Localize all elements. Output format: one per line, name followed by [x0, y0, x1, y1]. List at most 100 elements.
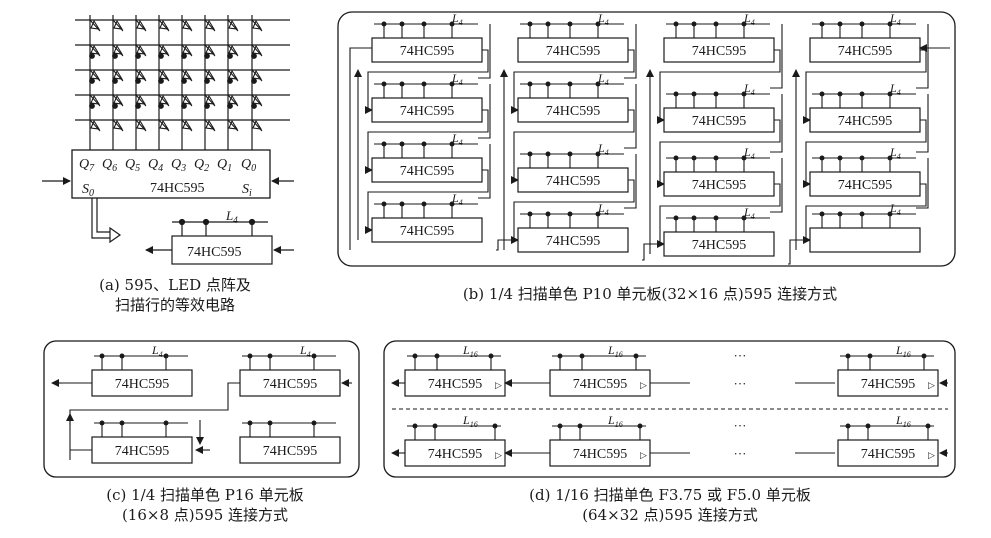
caption-b-line1: (b) 1/4 扫描单色 P10 单元板(32×16 点)595 连接方式 [462, 285, 838, 303]
line-label: L16 [462, 413, 478, 429]
led-diode-icon [251, 44, 263, 59]
led-diode-icon [251, 69, 263, 84]
chip-name-label: 74HC595 [692, 44, 746, 59]
caption-c: (c) 1/4 扫描单色 P16 单元板 (16×8 点)595 连接方式 [60, 485, 350, 525]
shift-register-chip: L16 [404, 343, 506, 397]
chip-name-label: 74HC595 [428, 447, 482, 462]
line-label: L4 [597, 11, 609, 27]
chip-name-label: 74HC595 [546, 234, 600, 249]
shift-register-chip: L4 [371, 11, 483, 63]
led-diode-icon [227, 119, 239, 132]
signal-wire [803, 119, 927, 188]
led-diode-icon [181, 94, 193, 109]
chip-name-label: 74HC595 [263, 377, 317, 392]
chip-name-label: 74HC595 [838, 178, 892, 193]
chip-name-label: 74HC595 [861, 447, 915, 462]
led-diode-icon [181, 19, 193, 32]
led-diode-icon [181, 69, 193, 84]
led-diode-icon [112, 19, 124, 32]
led-diode-icon [158, 119, 170, 132]
signal-wire [916, 158, 929, 209]
led-diode-icon [158, 94, 170, 109]
line-label: L4 [597, 71, 609, 87]
shift-register-chip: L4 [663, 145, 775, 197]
line-label: L4 [299, 343, 311, 359]
shift-register-chip: L4 [371, 71, 483, 123]
chip-name-label: 74HC595 [546, 44, 600, 59]
chip-name-label: 74HC595 [428, 377, 482, 392]
led-diode-icon [135, 44, 147, 59]
line-label: L4 [451, 11, 463, 27]
caption-a-line2: 扫描行的等效电路 [114, 296, 235, 314]
led-diode-icon [89, 44, 101, 59]
shift-register-chip: L4 [809, 81, 921, 133]
signal-wire [511, 49, 635, 114]
led-diode-icon [158, 69, 170, 84]
clock-mark-icon: ▷ [495, 451, 502, 461]
chip-name-label: 74HC595 [546, 174, 600, 189]
shift-register-chip: L4 [371, 131, 483, 183]
chip-name-label: 74HC595 [400, 164, 454, 179]
led-diode-icon [135, 119, 147, 132]
signal-wire [770, 158, 783, 213]
line-label: L4 [743, 11, 755, 27]
led-diode-icon [89, 69, 101, 84]
chip-name-label: 74HC595 [400, 44, 454, 59]
panel-a-led-matrix [75, 15, 290, 150]
signal-wire [478, 84, 491, 139]
signal-wire [511, 109, 635, 184]
ellipsis-label: ··· [734, 446, 747, 461]
caption-b: (b) 1/4 扫描单色 P10 单元板(32×16 点)595 连接方式 [380, 284, 920, 304]
shift-register-chip: L4 [809, 201, 921, 253]
shift-register-chip: L4 [663, 81, 775, 133]
led-diode-icon [251, 94, 263, 109]
shift-register-chip: L4 [517, 141, 629, 193]
led-diode-icon [112, 119, 124, 132]
led-diode-icon [89, 119, 101, 132]
panel-b-chips: L474HC595L474HC595L474HC595L474HC595L474… [349, 11, 950, 265]
caption-d-line1: (d) 1/16 扫描单色 F3.75 或 F5.0 单元板 [529, 486, 811, 504]
line-label: L4 [743, 81, 755, 97]
led-diode-icon [89, 19, 101, 32]
line-label: L4 [451, 191, 463, 207]
chip-name-label: 74HC595 [573, 447, 627, 462]
line-label: L16 [895, 413, 911, 429]
led-diode-icon [135, 19, 147, 32]
led-diode-icon [251, 19, 263, 32]
caption-a: (a) 595、LED 点阵及 扫描行的等效电路 [70, 275, 280, 315]
led-diode-icon [112, 69, 124, 84]
signal-wire [642, 243, 664, 261]
clock-mark-icon: ▷ [640, 381, 647, 391]
led-diode-icon [135, 94, 147, 109]
shift-register-chip: L16 [837, 413, 939, 467]
ellipsis-label: ··· [734, 376, 747, 391]
signal-wire [770, 94, 783, 153]
shift-register-chip: L4 [809, 145, 921, 197]
chip-name-label: 74HC595 [838, 114, 892, 129]
chip-name-label: 74HC595 [692, 114, 746, 129]
line-label: L4 [597, 141, 609, 157]
chip-name-label: 74HC595 [546, 104, 600, 119]
chip-name-label: 74HC595 [692, 238, 746, 253]
caption-c-line1: (c) 1/4 扫描单色 P16 单元板 [106, 486, 304, 504]
led-diode-icon [112, 94, 124, 109]
shift-register-chip: L4 [809, 11, 921, 63]
signal-wire [478, 144, 491, 199]
shift-register-chip: L16 [549, 343, 651, 397]
chip-name-label: 74HC595 [115, 444, 169, 459]
led-diode-icon [204, 94, 216, 109]
led-diode-icon [227, 69, 239, 84]
panel-a-wiring [42, 177, 294, 244]
signal-wire [916, 94, 929, 153]
shift-register-chip: L4 [517, 11, 629, 63]
panel-c-frame [43, 340, 360, 478]
signal-wire [349, 47, 372, 250]
line-label: L4 [889, 11, 901, 27]
chip-name-label: 74HC595 [400, 224, 454, 239]
signal-wire [916, 24, 929, 89]
shift-register-chip: L4 [517, 201, 629, 253]
shift-register-chip [239, 420, 341, 464]
chip-name-label: 74HC595 [400, 104, 454, 119]
line-label: L16 [895, 343, 911, 359]
